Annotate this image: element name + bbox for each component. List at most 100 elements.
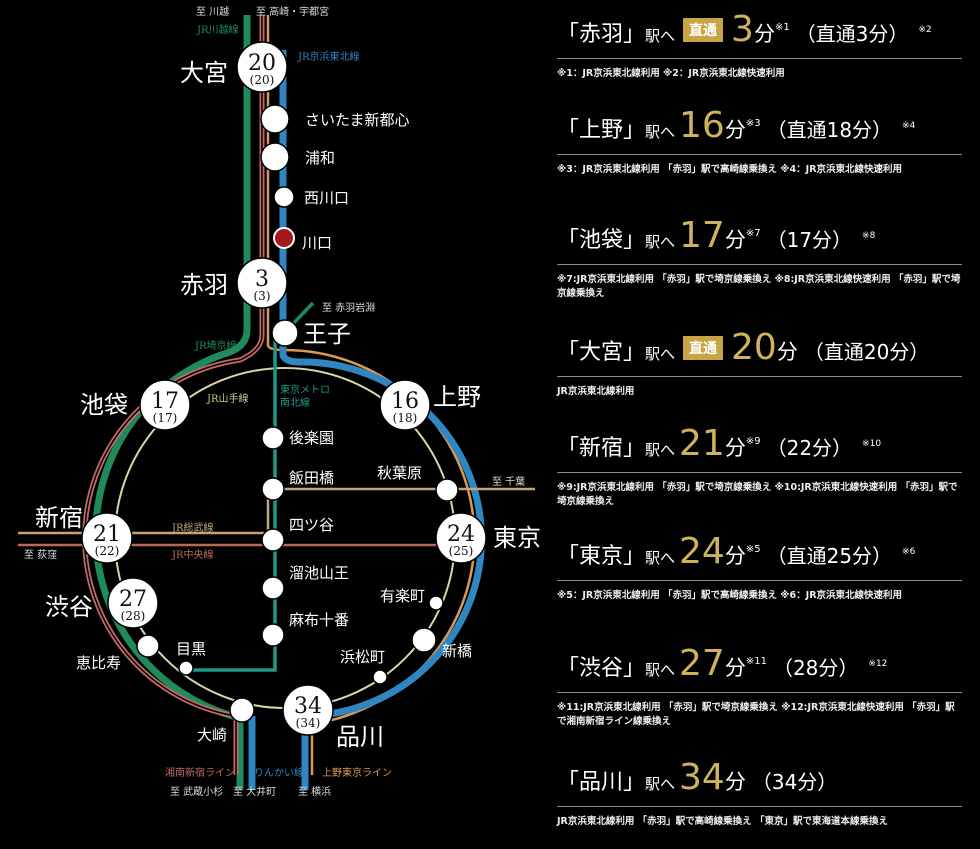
station-name: さいたま新都心 xyxy=(305,111,410,129)
entry-heading: 「東京」 駅へ 24 分 ※5 （直通25分） ※6 xyxy=(557,534,962,574)
entry-alt-time: （直通18分） xyxy=(766,118,893,142)
station-name: 赤羽 xyxy=(180,271,228,299)
dest-takasaki: 至 高崎・宇都宮 xyxy=(256,5,329,18)
station-oji: 王子 xyxy=(271,319,351,348)
station-marker xyxy=(273,227,295,249)
station-hamamatsucho: 浜松町 xyxy=(340,648,388,685)
entry-destination: 「上野」 xyxy=(557,118,646,143)
station-time-express: (34) xyxy=(296,716,321,730)
station-marker xyxy=(261,528,285,552)
entry-footnote-mark: ※11 xyxy=(745,656,767,667)
divider xyxy=(557,154,962,155)
station-marker xyxy=(236,257,288,309)
sobu-line xyxy=(18,487,535,535)
entry-alt-footnote-mark: ※6 xyxy=(902,547,916,557)
station-time: 27 xyxy=(119,587,147,612)
station-name: 浦和 xyxy=(305,149,335,167)
entry-heading: 「赤羽」 駅へ 直通 3 分 ※1 （直通3分） ※2 xyxy=(557,12,962,52)
station-name: 渋谷 xyxy=(45,593,93,621)
entry-heading: 「品川」 駅へ 34 分 （34分） xyxy=(557,760,962,800)
entry-to: 駅へ xyxy=(645,233,676,251)
station-time-express: (18) xyxy=(393,411,418,425)
entry-destination: 「東京」 xyxy=(557,544,646,569)
entry-note: JR京浜東北線利用 「赤羽」駅で高崎線乗換え 「東京」駅で東海道本線乗換え xyxy=(557,816,888,827)
station-name: 西川口 xyxy=(304,189,349,207)
station-yotsuya: 四ツ谷 xyxy=(261,516,334,552)
station-marker xyxy=(428,595,444,611)
dest-oimachi: 至 大井町 xyxy=(233,785,276,798)
station-name: 大宮 xyxy=(180,59,228,87)
station-name: 後楽園 xyxy=(289,429,334,447)
entry-heading: 「渋谷」 駅へ 27 分 ※11 （28分） ※12 xyxy=(557,646,962,686)
divider xyxy=(557,376,962,377)
station-name: 上野 xyxy=(433,383,481,411)
entry-note: ※3：JR京浜東北線利用 「赤羽」駅で高崎線乗換え ※4：JR京浜東北線快速利用 xyxy=(557,164,903,175)
station-marker xyxy=(236,41,288,93)
entry-to: 駅へ xyxy=(645,775,676,793)
entry-alt-time: （直通25分） xyxy=(766,544,893,568)
station-marker xyxy=(261,623,285,647)
dest-ogikubo: 至 荻窪 xyxy=(24,548,57,561)
entry-alt-time: （直通20分） xyxy=(803,340,930,364)
station-time: 21 xyxy=(93,522,121,547)
entry-footnote-mark: ※5 xyxy=(745,544,761,555)
station-time: 20 xyxy=(248,51,276,76)
keihin-tohoku-line xyxy=(279,50,486,790)
station-marker xyxy=(282,684,334,736)
entry-minutes: 17 xyxy=(679,215,725,256)
entry-alt-footnote-mark: ※12 xyxy=(868,659,888,669)
entry-minutes: 27 xyxy=(679,643,725,684)
entry-destination: 「大宮」 xyxy=(557,340,646,365)
station-name: 恵比寿 xyxy=(76,654,121,672)
entry-alt-time: （34分） xyxy=(751,770,838,794)
entry-destination: 「品川」 xyxy=(557,770,646,795)
station-shimbashi: 新橋 xyxy=(411,627,472,660)
station-time: 3 xyxy=(255,267,269,292)
dest-yokohama: 至 横浜 xyxy=(298,785,331,798)
entry-minutes: 34 xyxy=(679,757,725,798)
travel-entry: 「赤羽」 駅へ 直通 3 分 ※1 （直通3分） ※2 ※1：JR京浜東北線利用… xyxy=(557,12,962,81)
entry-to: 駅へ xyxy=(645,661,676,679)
station-marker xyxy=(273,186,295,208)
station-marker xyxy=(81,512,133,564)
station-azabu: 麻布十番 xyxy=(261,611,349,647)
entry-destination: 「赤羽」 xyxy=(557,22,646,47)
divider xyxy=(557,264,962,265)
station-time-express: (28) xyxy=(121,609,146,623)
station-name: 川口 xyxy=(302,234,332,252)
entry-to: 駅へ xyxy=(645,123,676,141)
station-tameike: 溜池山王 xyxy=(261,564,349,600)
divider xyxy=(557,472,962,473)
entry-note: JR京浜東北線利用 xyxy=(557,386,635,397)
station-marker xyxy=(271,319,299,347)
station-time-express: (22) xyxy=(95,544,120,558)
station-name: 有楽町 xyxy=(380,587,425,605)
station-name: 王子 xyxy=(303,320,351,348)
entry-to: 駅へ xyxy=(645,441,676,459)
dest-musashikosugi: 至 武蔵小杉 xyxy=(170,785,223,798)
station-name: 麻布十番 xyxy=(289,611,349,629)
entry-destination: 「新宿」 xyxy=(557,436,646,461)
entry-footnote-mark: ※1 xyxy=(774,22,790,33)
station-marker xyxy=(261,576,285,600)
station-name: 溜池山王 xyxy=(289,564,349,582)
entry-footnote-mark: ※3 xyxy=(745,118,761,129)
entry-heading: 「新宿」 駅へ 21 分 ※9 （22分） ※10 xyxy=(557,426,962,466)
station-marker xyxy=(178,660,194,676)
station-time: 24 xyxy=(447,522,475,547)
label-ueno-tokyo-line: 上野東京ライン xyxy=(322,766,392,779)
station-marker xyxy=(435,512,487,564)
entry-note: ※7:JR京浜東北線利用 「赤羽」駅で埼京線乗換え ※8:JR京浜東北線快速利用… xyxy=(557,274,961,299)
entry-minutes-unit: 分 xyxy=(724,228,746,252)
station-name: 新橋 xyxy=(442,642,472,660)
direct-badge: 直通 xyxy=(683,18,724,42)
entry-minutes-unit: 分 xyxy=(724,436,746,460)
station-name: 秋葉原 xyxy=(377,464,422,482)
station-time-express: (17) xyxy=(153,411,178,425)
label-sobu-line: JR総武線 xyxy=(171,521,214,534)
